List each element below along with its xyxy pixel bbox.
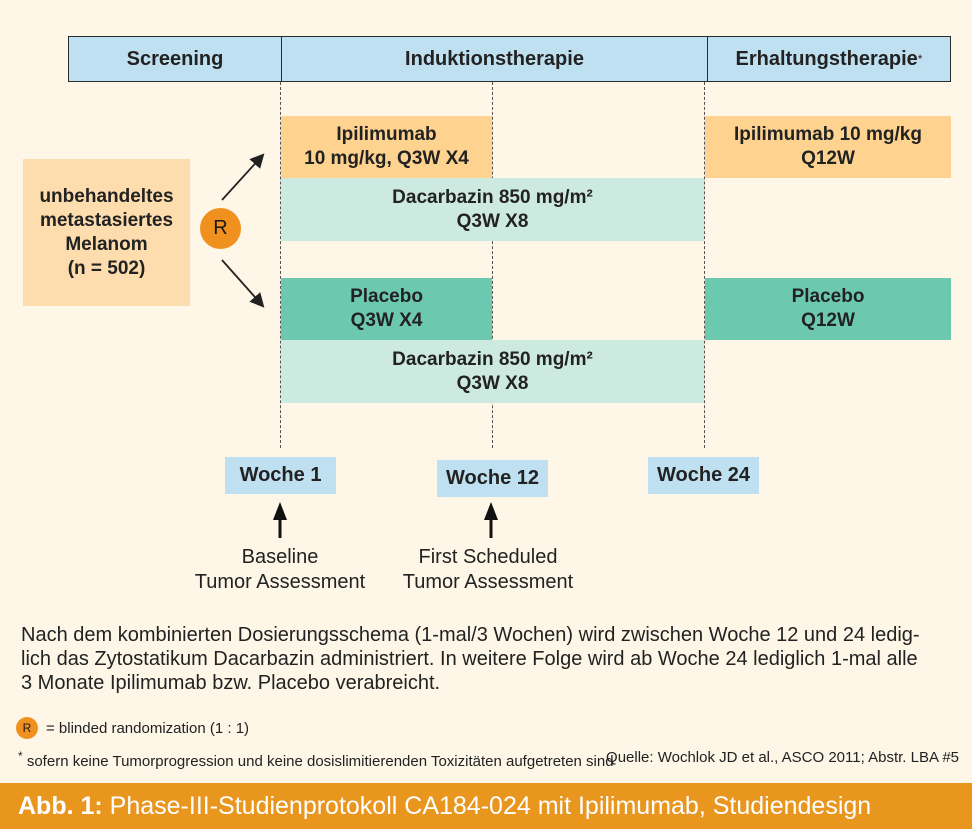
population-line1: unbehandeltes <box>39 185 174 207</box>
arm1-ipi-induction-line2: 10 mg/kg, Q3W X4 <box>304 148 469 169</box>
arm2-dacarbazin-line2: Q3W X8 <box>456 372 529 394</box>
week-24-label: Woche 24 <box>657 464 750 486</box>
arm2-placebo-induction-line2: Q3W X4 <box>350 310 423 331</box>
figure-caption-text: Phase-III-Studienprotokoll CA184-024 mit… <box>102 791 872 820</box>
randomization-arrows <box>221 153 265 308</box>
arm2-placebo-maintenance: Placebo Q12W <box>705 278 951 340</box>
footnote-text: sofern keine Tumorprogression und keine … <box>26 753 614 770</box>
population-box: unbehandeltes metastasiertes Melanom (n … <box>23 159 190 306</box>
phase-maintenance-label: Erhaltungstherapie <box>735 47 918 70</box>
phase-maintenance: Erhaltungstherapie* <box>708 37 950 81</box>
description-line1: Nach dem kombinierten Dosierungsschema (… <box>21 624 920 646</box>
description-line3: 3 Monate Ipilimumab bzw. Placebo verabre… <box>21 672 441 694</box>
footnote-marker: * <box>18 749 23 763</box>
baseline-arrow <box>273 502 287 538</box>
arm1-ipi-maint-line2: Q12W <box>801 148 855 169</box>
figure-caption-bar: Abb. 1: Phase-III-Studienprotokoll CA184… <box>0 783 972 829</box>
timeline-line-week24 <box>704 82 705 448</box>
phase-induction: Induktionstherapie <box>282 37 708 81</box>
baseline-line1: Baseline <box>241 546 319 568</box>
phase-header: Screening Induktionstherapie Erhaltungst… <box>68 36 951 82</box>
timeline-line-week12 <box>492 82 493 448</box>
week-12-marker: Woche 12 <box>437 460 548 497</box>
legend-text: = blinded randomization (1 : 1) <box>46 719 250 737</box>
figure-caption-label: Abb. 1: <box>18 791 103 820</box>
footnote: * sofern keine Tumorprogression und kein… <box>18 749 614 770</box>
arm1-ipi-induction-line1: Ipilimumab <box>336 124 437 145</box>
arm1-ipilimumab-induction: Ipilimumab 10 mg/kg, Q3W X4 <box>281 116 492 178</box>
arrow-up-to-arm1 <box>221 153 265 201</box>
arm1-dacarbazin: Dacarbazin 850 mg/m² Q3W X8 <box>281 178 704 241</box>
legend-symbol: R <box>22 721 32 735</box>
population-line3: Melanom <box>65 233 148 255</box>
arm2-dacarbazin-line1: Dacarbazin 850 mg/m² <box>392 348 593 370</box>
week-1-label: Woche 1 <box>239 464 322 486</box>
phase-induction-label: Induktionstherapie <box>405 47 584 70</box>
arrow-down-to-arm2 <box>221 259 265 308</box>
arm2-placebo-induction: Placebo Q3W X4 <box>281 278 492 340</box>
first-line1: First Scheduled <box>418 546 558 568</box>
legend-randomization-icon: R <box>16 717 38 739</box>
arm1-dacarbazin-line1: Dacarbazin 850 mg/m² <box>392 186 593 208</box>
arm2-placebo-maint-line1: Placebo <box>791 286 865 307</box>
baseline-arrow-shaft <box>278 518 282 538</box>
arm1-dacarbazin-line2: Q3W X8 <box>456 210 529 232</box>
description-line2: lich das Zytostatikum Dacarbazin adminis… <box>21 648 918 670</box>
population-line4: (n = 502) <box>67 257 146 279</box>
timeline-line-week1 <box>280 82 281 448</box>
arm1-ipi-maint-line1: Ipilimumab 10 mg/kg <box>734 124 922 145</box>
arm2-placebo-induction-line1: Placebo <box>350 286 423 307</box>
arm1-ipilimumab-maintenance: Ipilimumab 10 mg/kg Q12W <box>705 116 951 178</box>
first-line2: Tumor Assessment <box>402 571 574 593</box>
baseline-arrow-head <box>273 502 287 520</box>
phase-screening: Screening <box>69 37 282 81</box>
first-assessment-arrow <box>484 502 498 538</box>
randomization-label: R <box>213 217 228 239</box>
randomization-symbol: R <box>200 208 241 249</box>
phase-maintenance-footnote-marker: * <box>917 52 923 66</box>
baseline-line2: Tumor Assessment <box>194 571 366 593</box>
population-line2: metastasiertes <box>39 209 174 231</box>
arm2-dacarbazin: Dacarbazin 850 mg/m² Q3W X8 <box>281 340 704 403</box>
legend: R = blinded randomization (1 : 1) <box>16 716 249 740</box>
arm2-placebo-maint-line2: Q12W <box>801 310 855 331</box>
first-assessment-arrow-shaft <box>489 518 493 538</box>
source-citation: Quelle: Wochlok JD et al., ASCO 2011; Ab… <box>606 749 959 766</box>
phase-screening-label: Screening <box>126 47 224 70</box>
week-1-marker: Woche 1 <box>225 457 336 494</box>
description-paragraph: Nach dem kombinierten Dosierungsschema (… <box>21 623 956 695</box>
first-assessment-arrow-head <box>484 502 498 520</box>
first-assessment-label: First Scheduled Tumor Assessment <box>388 545 588 595</box>
baseline-assessment-label: Baseline Tumor Assessment <box>180 545 380 595</box>
source-text: Quelle: Wochlok JD et al., ASCO 2011; Ab… <box>606 749 959 766</box>
week-24-marker: Woche 24 <box>648 457 759 494</box>
week-12-label: Woche 12 <box>446 467 539 489</box>
